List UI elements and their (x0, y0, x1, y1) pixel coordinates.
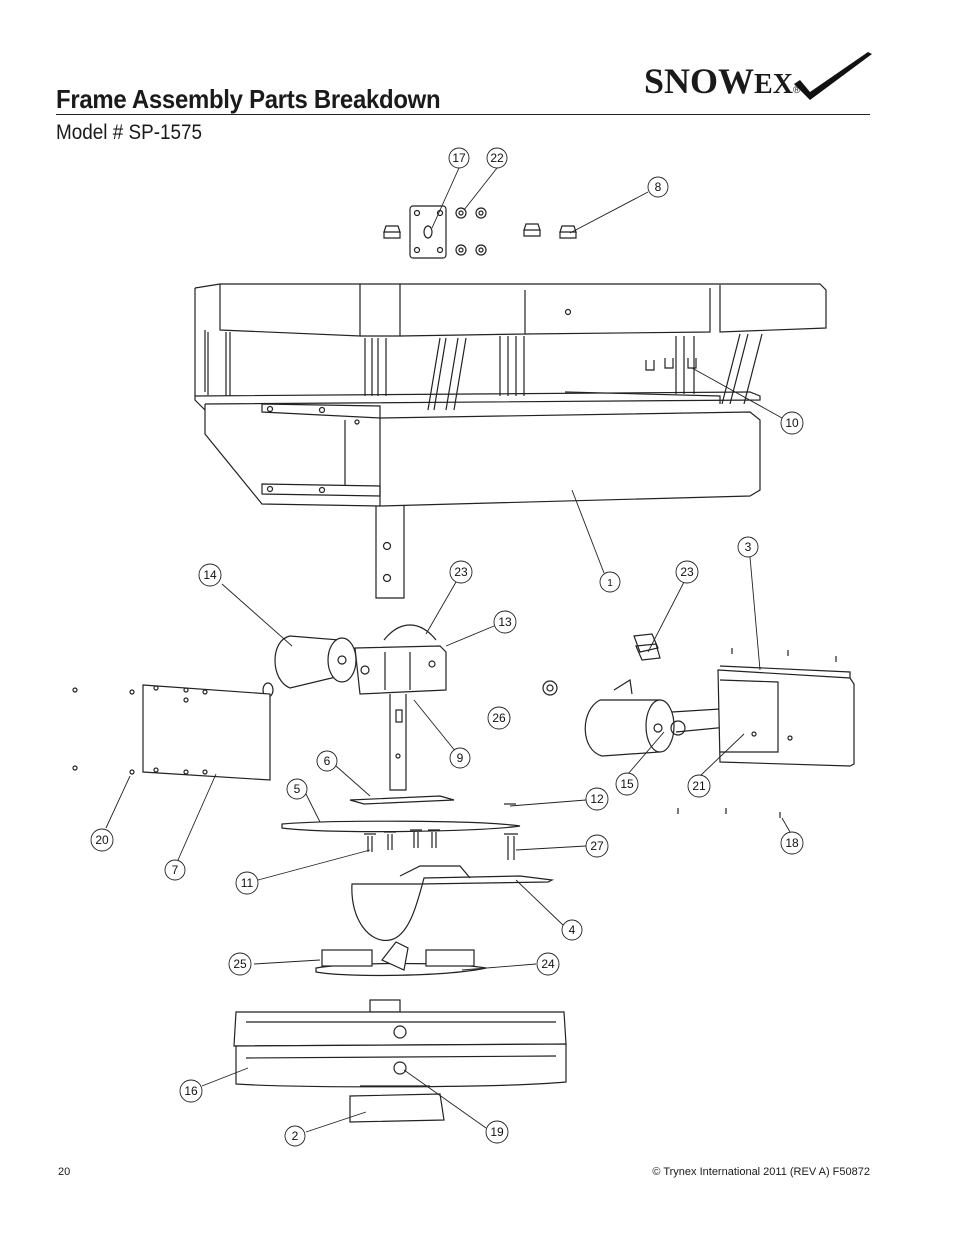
callout-23a: 23 (449, 560, 473, 584)
callout-27: 27 (585, 834, 609, 858)
callout-17: 17 (448, 147, 470, 169)
logo-snow: SNOW (644, 61, 755, 101)
callout-13: 13 (493, 610, 517, 634)
svg-text:18: 18 (785, 836, 799, 850)
callout-26: 26 (487, 706, 511, 730)
svg-text:12: 12 (590, 792, 604, 806)
callout-8: 8 (647, 176, 669, 198)
checkmark-icon (794, 52, 872, 100)
callout-4: 4 (561, 919, 583, 941)
logo-wordmark: SNOWEX® (644, 60, 800, 102)
callout-10: 10 (780, 411, 804, 435)
logo-ex: EX (754, 69, 793, 100)
svg-text:17: 17 (452, 151, 466, 165)
svg-text:27: 27 (590, 839, 604, 853)
callout-2: 2 (284, 1125, 306, 1147)
svg-text:3: 3 (745, 540, 752, 554)
copyright-notice: © Trynex International 2011 (REV A) F508… (652, 1166, 870, 1178)
harness-connector-part (633, 633, 661, 661)
svg-text:11: 11 (241, 876, 254, 890)
svg-text:10: 10 (785, 416, 799, 430)
callout-24: 24 (536, 952, 560, 976)
main-frame-part (194, 283, 827, 599)
bolts-part (364, 829, 518, 860)
logo-registered: ® (792, 85, 801, 96)
svg-text:25: 25 (233, 957, 247, 971)
snowex-logo: SNOWEX® (644, 52, 874, 108)
callout-9: 9 (449, 747, 471, 769)
grommet-part (542, 680, 558, 696)
svg-text:23: 23 (454, 565, 468, 579)
svg-text:1: 1 (607, 578, 613, 589)
plate-part (349, 795, 455, 805)
callout-15: 15 (615, 772, 639, 796)
page-number: 20 (58, 1166, 71, 1178)
svg-text:14: 14 (203, 568, 217, 582)
leader-lines (105, 167, 791, 1133)
svg-text:15: 15 (620, 777, 634, 791)
svg-text:26: 26 (492, 711, 506, 725)
svg-text:16: 16 (184, 1084, 198, 1098)
spinner-fin-part (315, 941, 487, 977)
svg-text:8: 8 (655, 180, 662, 194)
deflector-part (351, 875, 555, 941)
callout-11: 11 (235, 871, 259, 895)
callout-1: 1 (599, 571, 621, 593)
svg-text:19: 19 (490, 1125, 504, 1139)
model-number: Model # SP-1575 (56, 121, 203, 144)
gear-motor-part (262, 624, 447, 791)
spinner-disk-part (281, 820, 521, 833)
header-rule (56, 114, 870, 115)
callouts: 17 22 8 10 1 3 14 23 23 13 26 9 6 5 12 1… (90, 147, 804, 1147)
motor-housing-part (584, 648, 855, 818)
callout-12: 12 (585, 787, 609, 811)
callout-20: 20 (90, 828, 114, 852)
callout-5: 5 (286, 778, 308, 800)
mount-plate-part (409, 205, 447, 259)
svg-text:7: 7 (172, 863, 179, 877)
callout-7: 7 (164, 859, 186, 881)
callout-21: 21 (687, 774, 711, 798)
svg-text:6: 6 (324, 754, 331, 768)
svg-text:22: 22 (490, 151, 504, 165)
svg-text:24: 24 (541, 957, 555, 971)
svg-text:13: 13 (498, 615, 512, 629)
nuts-part (383, 207, 577, 256)
svg-text:5: 5 (294, 782, 301, 796)
svg-text:23: 23 (680, 565, 694, 579)
callout-6: 6 (316, 750, 338, 772)
callout-18: 18 (780, 831, 804, 855)
hopper-bottom-part (233, 999, 567, 1123)
svg-text:9: 9 (457, 751, 464, 765)
page-title: Frame Assembly Parts Breakdown (56, 84, 441, 114)
callout-14: 14 (198, 563, 222, 587)
svg-text:2: 2 (292, 1129, 299, 1143)
callout-22: 22 (486, 147, 508, 169)
diagram-drawing (72, 205, 855, 1123)
cover-plate-part (72, 684, 271, 781)
svg-text:21: 21 (692, 779, 706, 793)
callout-19: 19 (485, 1120, 509, 1144)
svg-text:4: 4 (569, 923, 576, 937)
callout-16: 16 (179, 1079, 203, 1103)
svg-text:20: 20 (95, 833, 109, 847)
callout-23b: 23 (675, 560, 699, 584)
callout-3: 3 (737, 536, 759, 558)
callout-25: 25 (228, 952, 252, 976)
